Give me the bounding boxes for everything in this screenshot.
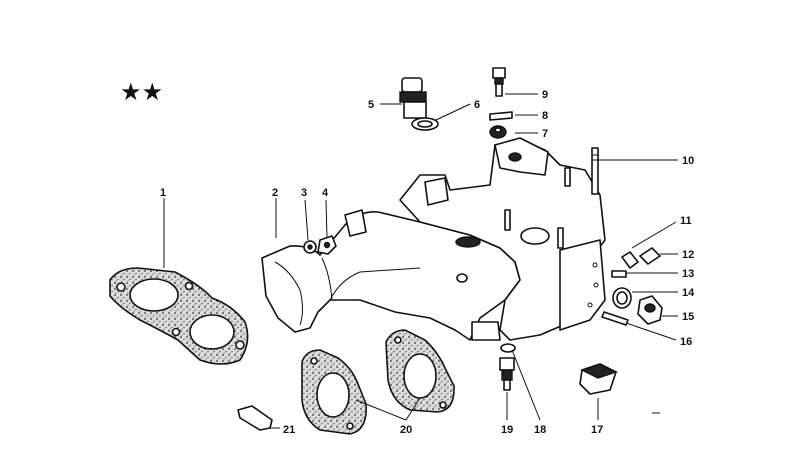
label-21: 21 [283, 424, 295, 436]
label-10: 10 [682, 155, 694, 167]
label-1: 1 [160, 187, 166, 199]
label-6: 6 [474, 99, 480, 111]
part-8-clip [489, 111, 513, 121]
label-19: 19 [501, 424, 513, 436]
label-14: 14 [682, 287, 695, 299]
star-markers: ★★ [120, 78, 163, 106]
part-9-switch [492, 67, 506, 97]
part-15-plug [637, 295, 663, 325]
leader-lines [163, 93, 678, 429]
part-14-seal [612, 287, 632, 309]
part-18-washer [500, 343, 516, 353]
part-4-nut [317, 235, 337, 255]
part-10-stud [591, 147, 599, 195]
label-17: 17 [591, 424, 603, 436]
label-20: 20 [400, 424, 412, 436]
label-12: 12 [682, 249, 694, 261]
part-17-relay [579, 363, 618, 395]
label-16: 16 [680, 336, 692, 348]
label-4: 4 [322, 187, 329, 199]
part-5-temperature-sender [399, 77, 427, 119]
part-6-seal-ring [411, 117, 439, 131]
part-19-sender [499, 357, 515, 391]
label-13: 13 [682, 268, 694, 280]
part-7-nut [489, 125, 507, 139]
part-1-gasket [109, 267, 249, 365]
label-5: 5 [368, 99, 374, 111]
label-18: 18 [534, 424, 546, 436]
part-13-plug [611, 270, 627, 278]
intake-manifold [261, 137, 606, 341]
part-21-bracket [237, 405, 273, 431]
label-11: 11 [680, 215, 692, 227]
label-15: 15 [682, 311, 694, 323]
part-20-gaskets [301, 329, 455, 435]
part-12-sensor [639, 247, 661, 265]
part-3-washer [303, 240, 317, 254]
label-8: 8 [542, 110, 548, 122]
part-16-stud [601, 311, 629, 326]
label-2: 2 [272, 187, 278, 199]
callout-labels: 1 2 3 4 5 6 7 8 9 10 11 12 13 14 15 16 1… [160, 89, 695, 436]
label-3: 3 [301, 187, 307, 199]
part-11-valve [621, 251, 639, 269]
label-7: 7 [542, 128, 548, 140]
label-9: 9 [542, 89, 548, 101]
